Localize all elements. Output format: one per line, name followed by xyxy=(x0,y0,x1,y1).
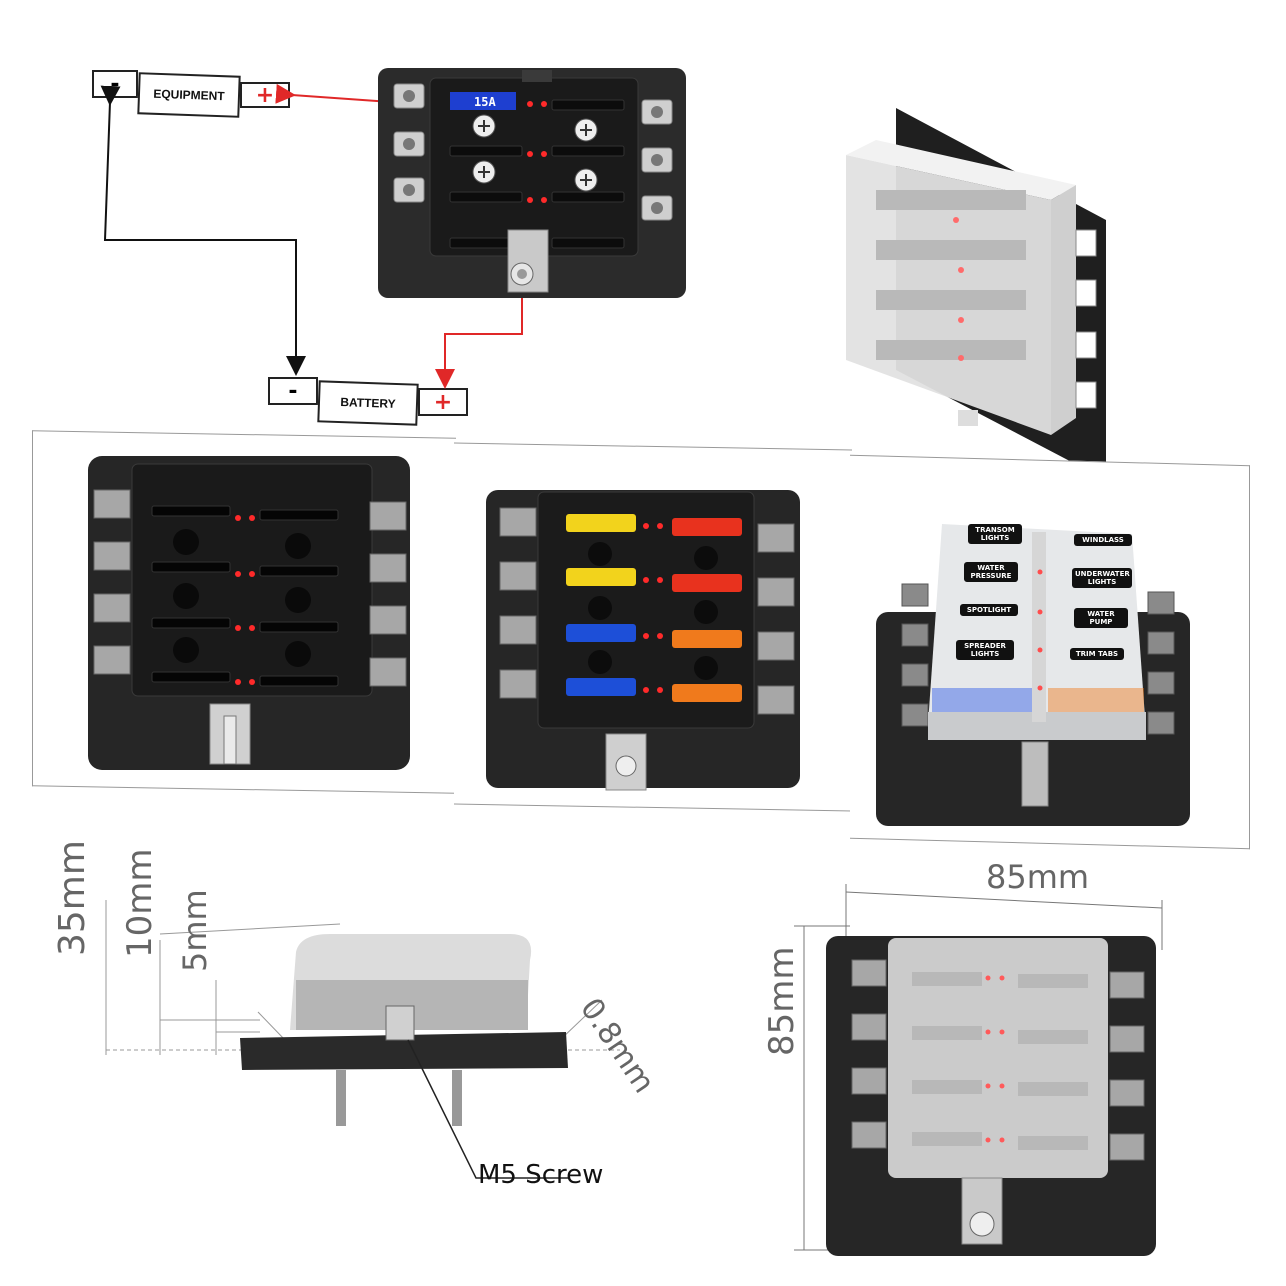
battery-minus-sign: - xyxy=(268,377,318,405)
label-water-pressure: WATER PRESSURE xyxy=(964,562,1018,582)
dim-height-total: 35mm xyxy=(52,840,93,956)
label-spotlight: SPOTLIGHT xyxy=(960,604,1018,616)
dim-height-cover: 10mm xyxy=(120,848,160,958)
battery-plus-sign: + xyxy=(418,388,468,416)
fuse-box-angled-cover-view xyxy=(846,108,1106,480)
fuse-rating-display: 15A xyxy=(474,95,496,109)
label-windlass: WINDLASS xyxy=(1074,534,1132,546)
label-underwater-lights: UNDERWATER LIGHTS xyxy=(1072,568,1132,588)
label-water-pump: WATER PUMP xyxy=(1074,608,1128,628)
fuse-box-colored-fuses-view xyxy=(486,490,800,791)
wiring-diagram: - EQUIPMENT + - BATTERY + xyxy=(0,0,700,430)
dim-width: 85mm xyxy=(986,858,1090,896)
fuse-box-side-view xyxy=(105,900,620,1179)
fuse-box-dimension-view xyxy=(826,936,1156,1256)
fuse-box-top-view: 15A xyxy=(378,68,686,298)
dim-screw-label: M5 Screw xyxy=(478,1160,604,1190)
fuse-box-empty-view xyxy=(88,456,410,770)
dim-depth: 85mm xyxy=(762,946,802,1056)
dim-height-base: 5mm xyxy=(176,889,214,972)
label-trim-tabs: TRIM TABS xyxy=(1070,648,1124,660)
fuse-box-labeled-cover-view xyxy=(876,524,1190,826)
label-spreader-lights: SPREADER LIGHTS xyxy=(956,640,1014,660)
label-transom-lights: TRANSOM LIGHTS xyxy=(968,524,1022,544)
